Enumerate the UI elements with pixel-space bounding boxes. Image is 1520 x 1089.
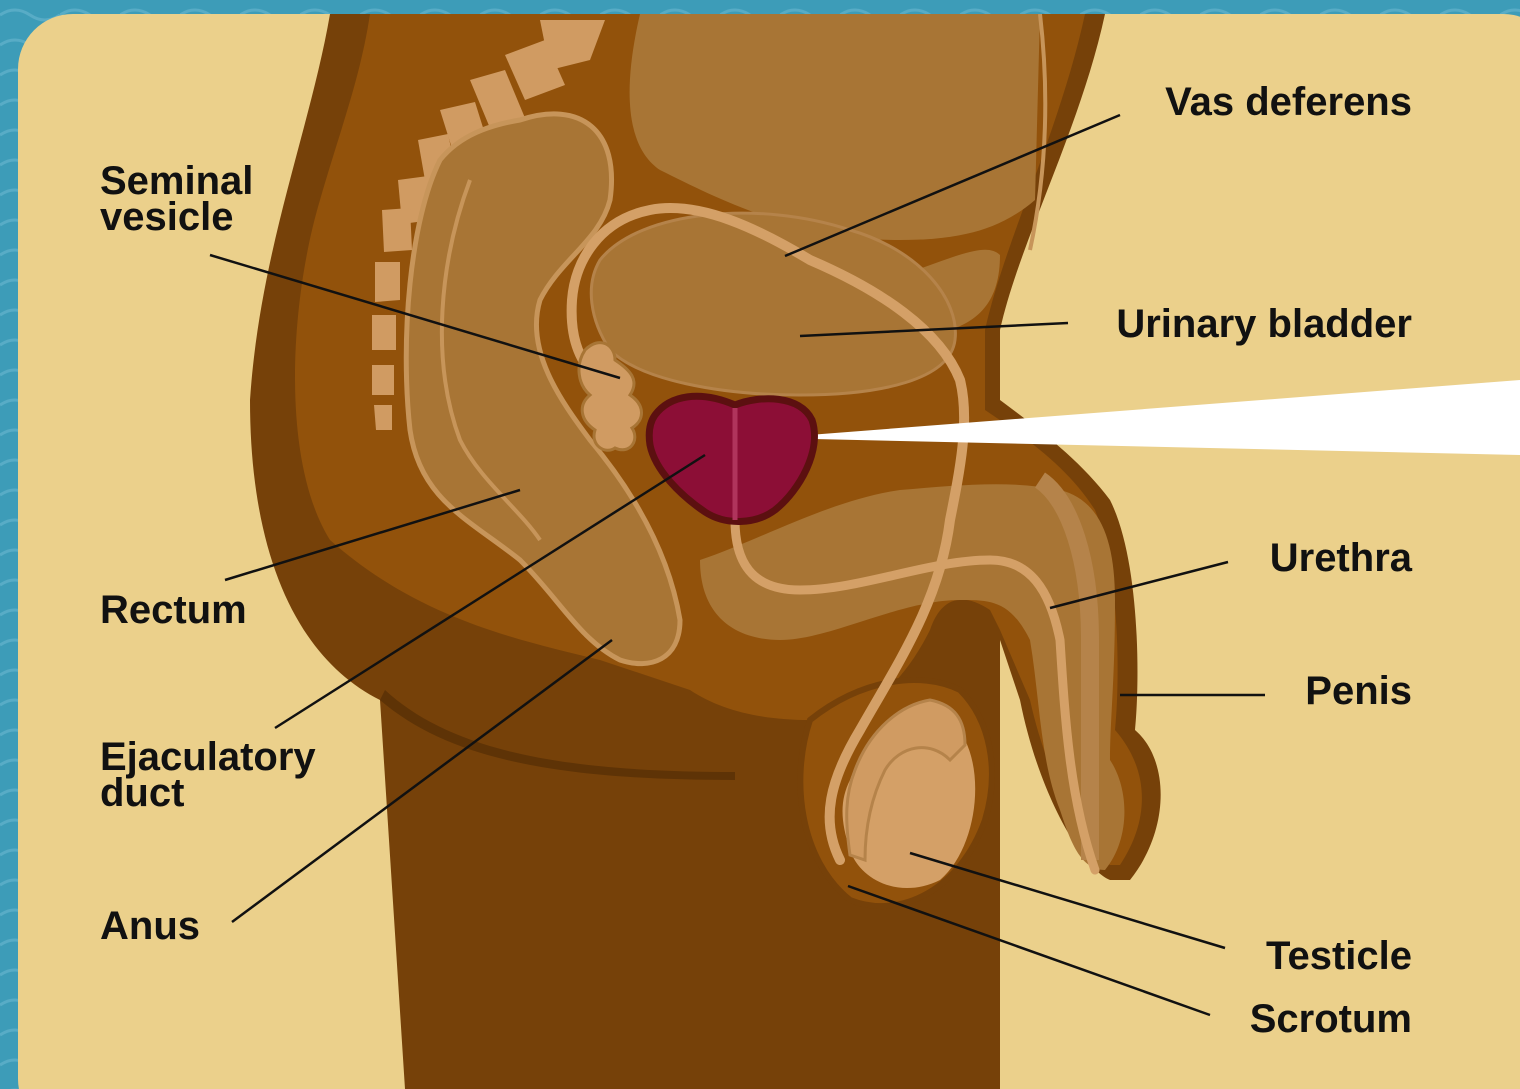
label-rectum: Rectum: [100, 592, 247, 628]
label-ejaculatory-duct: Ejaculatory duct: [100, 739, 350, 811]
label-testicle: Testicle: [1266, 938, 1412, 974]
label-anus: Anus: [100, 908, 200, 944]
label-penis: Penis: [1305, 673, 1412, 709]
label-seminal-vesicle: Seminal vesicle: [100, 163, 300, 235]
label-vas-deferens: Vas deferens: [1165, 84, 1412, 120]
label-scrotum: Scrotum: [1250, 1001, 1412, 1037]
label-urethra: Urethra: [1270, 540, 1412, 576]
label-urinary-bladder: Urinary bladder: [1116, 306, 1412, 342]
